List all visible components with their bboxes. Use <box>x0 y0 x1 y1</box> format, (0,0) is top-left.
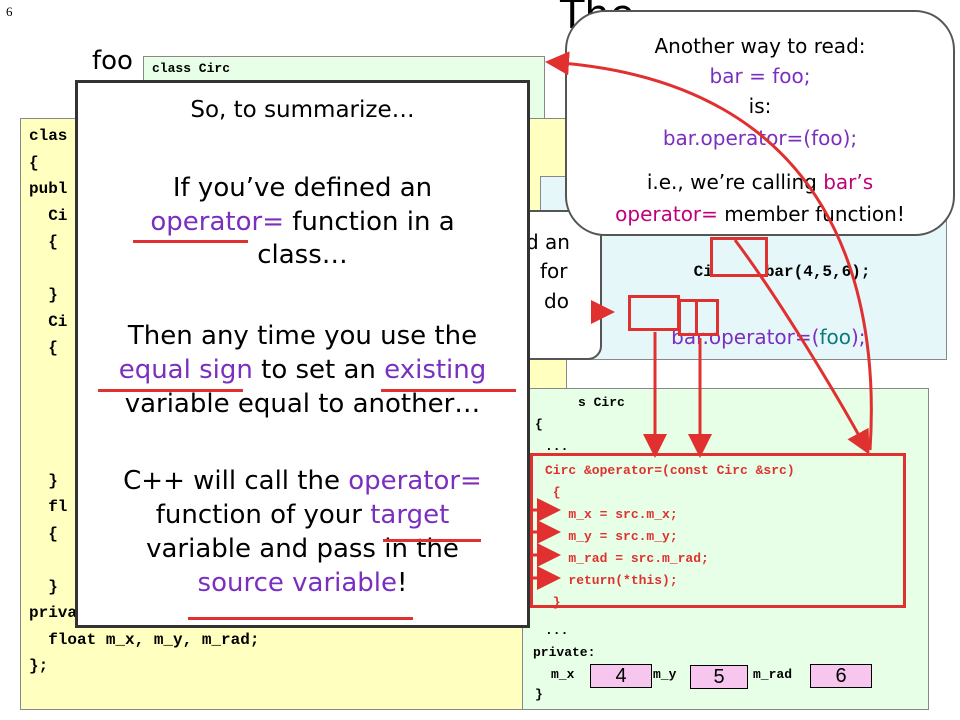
operator-code-line: m_rad = src.m_rad; <box>545 551 709 566</box>
operator-code-line: m_x = src.m_x; <box>545 507 678 522</box>
bar-decl-highlight <box>710 237 768 277</box>
summary-line3-rest: function in a <box>283 207 455 237</box>
foo-class-line: class Circ <box>152 61 231 76</box>
mid-bubble-line3: do <box>544 289 569 313</box>
code-line: publ <box>29 180 68 198</box>
underline-source-variable <box>188 617 413 620</box>
underline-operator <box>133 240 248 243</box>
operator-code-line: { <box>545 485 561 500</box>
summary-line2: If you’ve defined an <box>172 173 433 203</box>
underline-existing <box>381 389 516 392</box>
summary-source-variable: source variable <box>197 568 398 598</box>
mid-bubble-line1: d an <box>526 230 570 254</box>
underline-target <box>383 539 481 542</box>
page-number: 6 <box>6 4 13 19</box>
summary-line6: equal sign to set an existing <box>78 355 527 385</box>
code-line: }; <box>29 657 49 675</box>
operator-call-end: ); <box>850 325 866 349</box>
summary-equal-sign: equal sign <box>118 355 253 385</box>
callout-line6-rest: member function! <box>717 202 905 226</box>
callout-line2: bar = foo; <box>709 64 811 88</box>
code-line: } <box>29 577 58 596</box>
bar-call-highlight <box>628 295 680 331</box>
summary-line8-start: C++ will call the <box>123 466 349 496</box>
operator-highlight <box>695 299 719 336</box>
operator-function-code: Circ &operator=(const Circ &src) { m_x =… <box>545 460 795 614</box>
summary-line4: class… <box>257 240 348 270</box>
my-value: 5 <box>690 665 748 689</box>
callout-line5: i.e., we’re calling bar’s <box>567 170 953 194</box>
summary-line8: C++ will call the operator= <box>78 466 527 496</box>
summary-line3: operator= function in a <box>78 207 527 237</box>
operator-code-line: Circ &operator=(const Circ &src) <box>545 463 795 478</box>
code-line: clas <box>29 127 68 145</box>
summary-operator-term2: operator= <box>348 466 482 496</box>
bar-class-line: s Circ <box>578 395 625 410</box>
underline-equal-sign <box>98 389 243 392</box>
summary-line6-mid: to set an <box>252 355 385 385</box>
operator-code-line: } <box>545 595 561 610</box>
operator-code-line: return(*this); <box>545 573 678 588</box>
callout-bubble: Another way to read: bar = foo; is: bar.… <box>565 10 955 236</box>
summary-target: target <box>370 500 450 530</box>
code-line: { <box>29 339 58 357</box>
operator-call-arg: foo <box>819 325 851 349</box>
operator-code-line: m_y = src.m_y; <box>545 529 678 544</box>
summary-line9-start: function of your <box>155 500 371 530</box>
operator-function-highlight <box>530 453 906 608</box>
summary-existing: existing <box>384 355 487 385</box>
summary-line11: source variable! <box>78 568 527 598</box>
callout-line4: bar.operator=(foo); <box>662 126 858 150</box>
code-line: Ci <box>29 312 68 331</box>
bar-class-dots: ... <box>545 439 569 454</box>
summary-line11-end: ! <box>397 568 408 598</box>
bar-decl-args: (4,5,6); <box>793 263 871 281</box>
mx-label: m_x <box>551 667 575 682</box>
code-line: } <box>29 286 58 304</box>
callout-operator: operator= <box>615 202 718 226</box>
mrad-value: 6 <box>810 664 872 688</box>
foo-label: foo <box>92 46 133 76</box>
summary-box: So, to summarize… If you’ve defined an o… <box>75 80 530 628</box>
code-line: Ci <box>29 206 68 225</box>
mx-value: 4 <box>590 664 652 688</box>
summary-line1: So, to summarize… <box>190 97 415 123</box>
code-line: fl <box>29 498 68 516</box>
code-line: float m_x, m_y, m_rad; <box>29 630 260 649</box>
code-line: } <box>29 471 58 490</box>
callout-bars: bar’s <box>823 170 874 194</box>
code-line: { <box>29 153 39 172</box>
callout-line1: Another way to read: <box>654 34 866 58</box>
operator-call-op: .operator=( <box>702 325 820 349</box>
summary-operator-term: operator= <box>150 207 284 237</box>
bar-class-dots2: ... <box>545 623 569 638</box>
mrad-label: m_rad <box>753 667 793 682</box>
my-label: m_y <box>653 667 677 682</box>
summary-line5: Then any time you use the <box>127 321 478 351</box>
bar-class-private: private: <box>533 645 596 660</box>
callout-line3: is: <box>748 94 772 118</box>
bar-decl-name: bar <box>764 263 794 281</box>
code-line: { <box>29 233 58 251</box>
summary-line7: variable equal to another… <box>124 389 481 419</box>
bar-class-brace: { <box>535 417 543 432</box>
mid-bubble-line2: for <box>540 259 568 283</box>
bar-class-end: } <box>535 687 543 702</box>
summary-line9: function of your target <box>78 500 527 530</box>
code-line: { <box>29 524 58 543</box>
callout-line5-start: i.e., we’re calling <box>646 170 824 194</box>
callout-line6: operator= member function! <box>567 202 953 226</box>
